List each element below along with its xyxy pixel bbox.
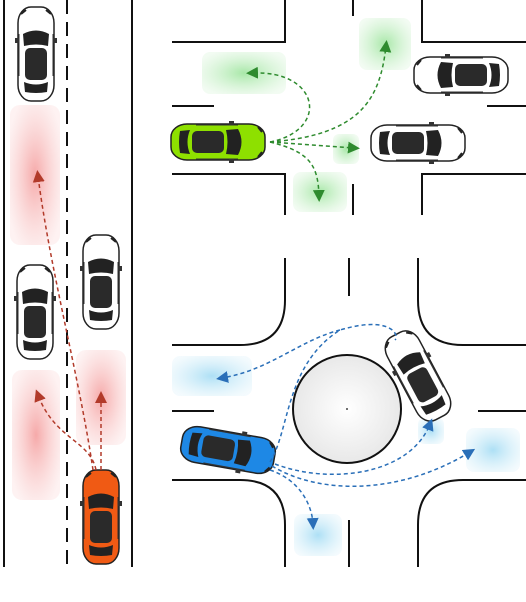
roundabout-curb-bottom-right [417, 479, 526, 567]
intersection-curb-bottom-left [172, 173, 286, 215]
green-path-to-top [269, 40, 392, 143]
blue-path-to-bottom [269, 469, 319, 530]
intersection-curb-top-left [172, 0, 286, 43]
goal-region-blue-right [466, 428, 520, 472]
orange-ego-car-highway [79, 469, 123, 565]
highway-panel [3, 0, 133, 567]
white-car-intersection-lower [370, 121, 466, 165]
goal-region-green-top [359, 18, 411, 70]
green-ego-car [170, 120, 266, 164]
blue-path-to-right [271, 448, 476, 487]
red-path-to-lower-left [34, 389, 97, 471]
intersection-curb-bottom-right [421, 173, 526, 215]
blue-path-to-left [222, 323, 397, 463]
red-path-to-upper [32, 170, 94, 471]
roundabout-panel [172, 258, 526, 567]
green-path-right-turn [269, 141, 325, 202]
goal-region-blue-bottom [294, 514, 342, 556]
roundabout-curb-top-right [417, 258, 526, 346]
goal-region-green-bottom [293, 172, 347, 212]
roundabout-center-dot [346, 408, 348, 410]
roundabout-curb-top-left [172, 258, 286, 346]
white-car-highway-top [14, 6, 58, 102]
white-car-highway-mid-right [79, 234, 123, 330]
goal-region-blue-near-car [418, 418, 444, 444]
white-car-intersection-upper [413, 53, 509, 97]
blue-path-to-near [274, 418, 434, 475]
goal-region-red-upper [10, 105, 60, 245]
intersection-panel [170, 0, 526, 215]
goal-region-blue-left [172, 356, 252, 396]
goal-region-green-left [202, 52, 286, 94]
blue-ego-car [177, 420, 279, 480]
intersection-curb-top-right [421, 0, 526, 43]
roundabout-curb-bottom-left [172, 479, 286, 567]
white-car-highway-mid-left [13, 264, 57, 360]
goal-region-red-lower-left [12, 370, 60, 500]
goal-region-green-straight [333, 134, 359, 164]
green-path-straight [269, 141, 360, 154]
